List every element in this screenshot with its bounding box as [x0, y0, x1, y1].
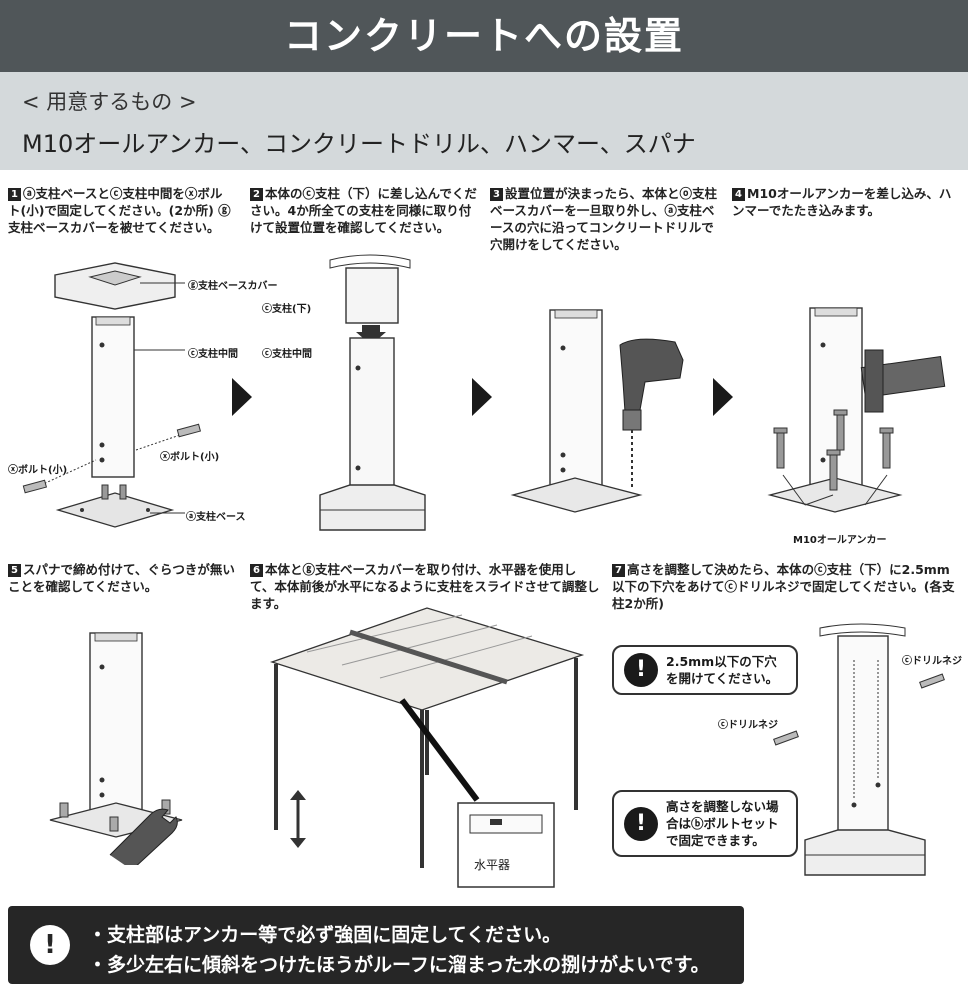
step-4-illustration [767, 307, 946, 513]
label-anchor: M10オールアンカー [793, 535, 887, 546]
label-drill-screw-right: ⓒドリルネジ [902, 656, 962, 667]
pilot-hole-note: ! 2.5mm以下の下穴を開けてください。 [612, 645, 798, 695]
label-drill-screw-left: ⓒドリルネジ [718, 720, 778, 731]
label-level: 水平器 [474, 858, 511, 872]
step-number: 5 [8, 564, 21, 577]
caution-banner: ! ・支柱部はアンカー等で必ず強固に固定してください。 ・多少左右に傾斜をつけた… [8, 906, 744, 984]
caution-line-2: ・多少左右に傾斜をつけたほうがルーフに溜まった水の捌けがよいです。 [88, 954, 710, 976]
warning-icon: ! [624, 653, 658, 687]
step-number: 1 [8, 188, 21, 201]
label-post-middle-2: ⓒ支柱中間 [262, 349, 312, 360]
step-number: 3 [490, 188, 503, 201]
step-number: 6 [250, 564, 263, 577]
label-bolt-small-left: ⓧボルト(小) [8, 465, 68, 476]
step-number: 2 [250, 188, 263, 201]
step-5-illustration [49, 632, 183, 865]
next-step-arrow [472, 378, 492, 416]
label-post-base: ⓐ支柱ベース [186, 512, 246, 523]
step-text: ⓐ支柱ベースとⓒ支柱中間をⓧボルト(小)で固定してください。(2か所) ⓖ支柱ベ… [8, 186, 231, 235]
step-7-illustration [773, 623, 945, 876]
caution-line-1: ・支柱部はアンカー等で必ず強固に固定してください。 [88, 924, 562, 946]
step-2-illustration [319, 254, 426, 531]
step-1-illustration [22, 262, 202, 528]
next-step-arrow [713, 378, 733, 416]
height-note-text: 高さを調整しない場合はⓑボルトセットで固定できます。 [666, 799, 779, 848]
step-text: スパナで締め付けて、ぐらつきが無いことを確認してください。 [8, 562, 235, 594]
requirements-panel: < 用意するもの > M10オールアンカー、コンクリートドリル、ハンマー、スパナ [0, 72, 968, 170]
step-number: 4 [732, 188, 745, 201]
step-6-illustration [269, 607, 585, 888]
step-text: 設置位置が決まったら、本体とⓞ支柱ベースカバーを一旦取り外し、ⓐ支柱ベースの穴に… [490, 186, 718, 252]
step-text: M10オールアンカーを差し込み、ハンマーでたたき込みます。 [732, 186, 952, 218]
height-note: ! 高さを調整しない場合はⓑボルトセットで固定できます。 [612, 790, 798, 857]
label-base-cover: ⓖ支柱ベースカバー [188, 281, 278, 292]
warning-icon: ! [30, 925, 70, 965]
pilot-hole-text: 2.5mm以下の下穴を開けてください。 [666, 654, 779, 686]
label-bolt-small-right: ⓧボルト(小) [160, 452, 220, 463]
step-3-illustration [510, 309, 684, 513]
step-text: 高さを調整して決めたら、本体のⓒ支柱（下）に2.5mm以下の下穴をあけてⓒドリル… [612, 562, 955, 611]
next-step-arrow [232, 378, 252, 416]
label-post-lower: ⓒ支柱(下) [262, 304, 312, 315]
step-text: 本体とⓖ支柱ベースカバーを取り付け、水平器を使用して、本体前後が水平になるように… [250, 562, 600, 611]
requirements-list: M10オールアンカー、コンクリートドリル、ハンマー、スパナ [22, 130, 696, 158]
step-text: 本体のⓒ支柱（下）に差し込んでください。4か所全ての支柱を同様に取り付けて設置位… [250, 186, 477, 235]
warning-icon: ! [624, 806, 658, 841]
page-title: コンクリートへの設置 [0, 0, 968, 72]
step-number: 7 [612, 564, 625, 577]
requirements-label: < 用意するもの > [22, 90, 197, 114]
label-post-middle: ⓒ支柱中間 [188, 349, 238, 360]
